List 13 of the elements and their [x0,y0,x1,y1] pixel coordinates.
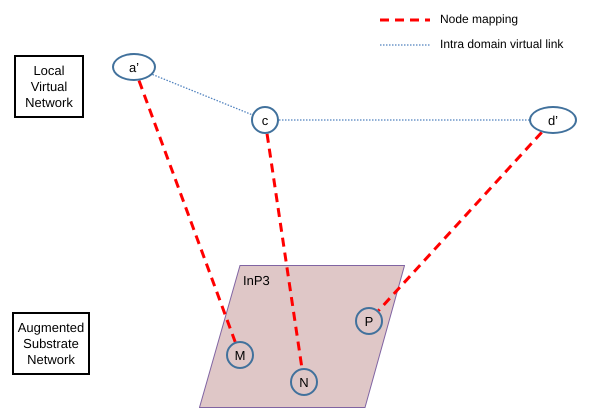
mapping-line [266,134,304,368]
label-box: Augmented Substrate Network [12,312,90,375]
mapping-line [138,80,237,342]
legend-text: Node mapping [440,12,518,26]
link-line [279,119,529,121]
label-box: Local Virtual Network [14,55,84,118]
link-line [152,74,252,116]
node-circle: d’ [529,106,577,134]
mapping-line [377,131,543,312]
legend-text: Intra domain virtual link [440,37,564,51]
node-circle: a’ [112,53,156,81]
node-circle: c [251,106,279,134]
domain-label: InP3 [243,273,270,288]
